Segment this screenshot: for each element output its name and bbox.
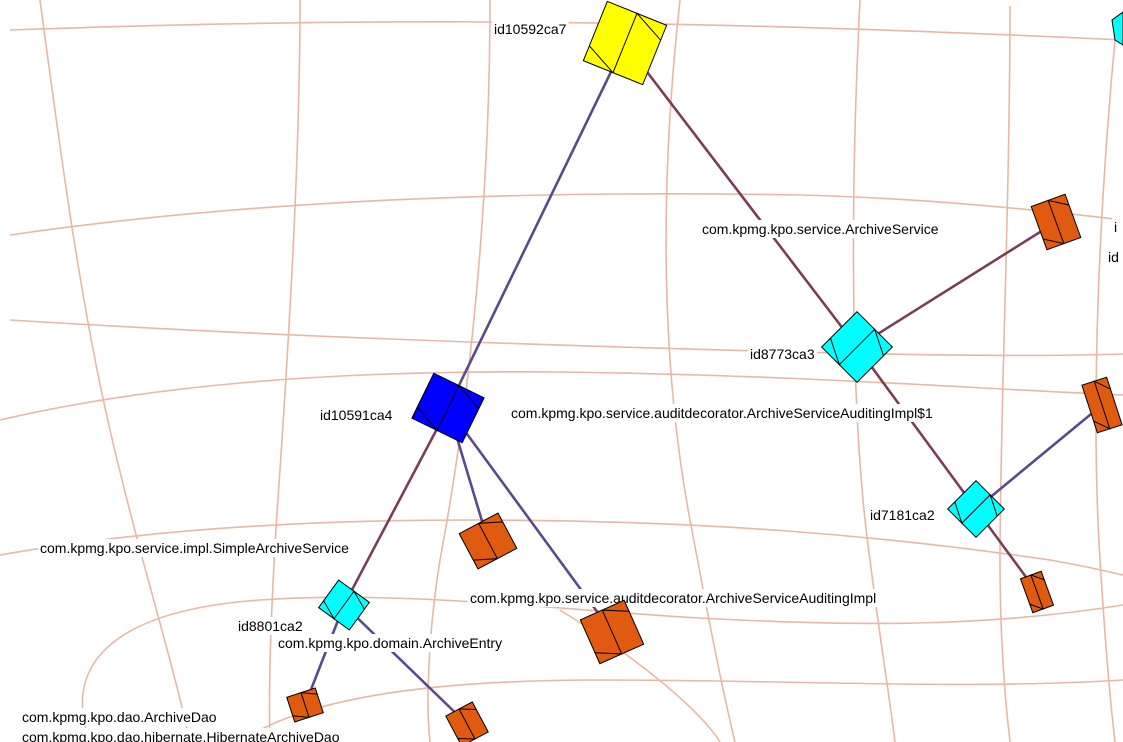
graph-node[interactable]: id8773ca3 [748,310,894,384]
orange-node-glyph[interactable] [1019,570,1055,614]
node-label: id10591ca4 [320,407,393,423]
svg-text:id: id [1108,249,1119,265]
node-label: id8773ca3 [750,346,815,362]
edge-n6-n5 [974,403,1104,511]
edge-n2-n9 [342,406,450,607]
svg-text:i: i [1114,219,1117,235]
node-label-background [868,506,937,524]
yellow-node-glyph[interactable] [582,0,668,86]
node-label-background [318,406,395,424]
node-label: com.kpmg.kpo.dao.hibernate.HibernateArch… [22,729,340,742]
node-label: com.kpmg.kpo.service.ArchiveService [702,221,939,237]
node-label: com.kpmg.kpo.dao.ArchiveDao [22,709,217,725]
node-label: id8801ca2 [238,618,303,634]
node-label-background [509,404,935,422]
edge-n1-n2 [446,41,627,410]
node-label: id10592ca7 [494,21,567,37]
graph-node[interactable]: com.kpmg.kpo.dao.hibernate.HibernateArch… [20,701,489,742]
graph-node[interactable]: com.kpmg.kpo.dao.ArchiveDao [20,687,324,726]
edge-n3-n4 [855,220,1058,349]
graph-node[interactable]: com.kpmg.kpo.service.auditdecorator.Arch… [468,570,1055,614]
node-label-background [700,220,941,238]
node-label-background [20,708,219,726]
cyan-node-glyph[interactable] [820,310,894,384]
graph-node[interactable]: com.kpmg.kpo.service.impl.SimpleArchiveS… [38,512,518,570]
node-label-background [236,617,305,635]
node-label-background [748,345,817,363]
graph-node[interactable]: id10592ca7 [492,0,668,86]
graph-node[interactable]: id7181ca2 [868,480,1005,538]
node-label: com.kpmg.kpo.service.auditdecorator.Arch… [470,590,876,606]
graph-node[interactable]: com.kpmg.kpo.domain.ArchiveEntry [276,599,645,665]
orange-node-glyph[interactable] [579,599,645,665]
node-label: id7181ca2 [870,507,935,523]
orange-node-glyph[interactable] [445,701,489,742]
edge-n9-n12 [342,603,469,726]
cyan-node-glyph[interactable] [947,480,1005,538]
offscreen-node-partial[interactable] [1008,0,1123,46]
node-label: com.kpmg.kpo.domain.ArchiveEntry [278,635,502,651]
orange-node-glyph[interactable] [286,687,324,723]
edge-n3-n6 [855,345,978,511]
node-label-background [468,589,879,607]
orange-node-glyph[interactable] [1030,193,1082,251]
node-label: com.kpmg.kpo.service.auditdecorator.Arch… [511,405,933,421]
edges [303,41,1104,726]
graph-node[interactable]: com.kpmg.kpo.service.ArchiveService [700,193,1082,251]
edge-n1-n3 [623,41,859,349]
offscreen-label-partial: i id [1106,218,1123,266]
node-label: com.kpmg.kpo.service.impl.SimpleArchiveS… [40,540,349,556]
graph-node[interactable]: id10591ca4 [318,372,485,444]
graph-node[interactable]: id8801ca2 [236,579,371,635]
orange-node-glyph[interactable] [1081,376,1123,434]
node-label-background [20,728,342,742]
graph-node[interactable]: com.kpmg.kpo.service.auditdecorator.Arch… [509,376,1123,434]
orange-node-glyph[interactable] [458,512,518,570]
nodes: id10592ca7 id10591ca4 id8773ca3 com.kpmg.kp… [20,0,1123,742]
blue-node-glyph[interactable] [411,372,485,444]
node-label-background [492,20,569,38]
cyan-node-glyph[interactable] [317,579,371,631]
node-label-background [276,634,505,652]
node-label-background [38,539,352,557]
